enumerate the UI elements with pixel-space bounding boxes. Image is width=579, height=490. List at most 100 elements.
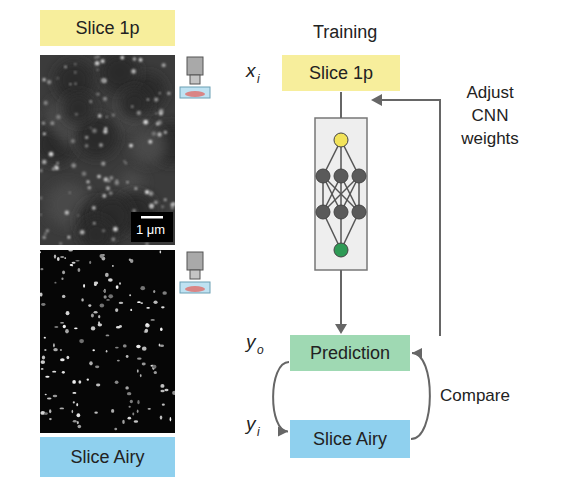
image-spot [57, 257, 60, 261]
image-spot [41, 303, 45, 306]
image-spot [72, 392, 76, 394]
image-spot [112, 113, 115, 116]
image-spot [43, 236, 46, 239]
image-spot [97, 69, 99, 71]
network-unit [334, 133, 348, 147]
image-spot [40, 214, 42, 216]
image-spot [93, 222, 95, 224]
image-spot [85, 144, 88, 147]
image-spot [123, 344, 127, 347]
image-spot [145, 243, 148, 245]
image-spot [137, 301, 141, 303]
image-spot [77, 425, 81, 429]
image-spot [154, 200, 158, 204]
image-spot [136, 345, 140, 349]
image-spot [117, 360, 120, 362]
image-spot [96, 383, 100, 386]
image-spot [132, 413, 134, 416]
image-spot [122, 420, 125, 424]
image-spots [40, 55, 175, 245]
image-spot [76, 413, 80, 417]
flow-arrow [340, 270, 342, 326]
image-spot [155, 113, 157, 115]
image-spot [159, 92, 161, 94]
image-spot [102, 194, 106, 198]
image-spot [154, 371, 157, 374]
image-spot [162, 63, 166, 67]
image-spot [98, 114, 102, 118]
image-spot [53, 343, 55, 347]
image-spot [160, 344, 164, 347]
image-spot [137, 111, 141, 115]
image-spot [145, 324, 150, 328]
box-text: Slice Airy [313, 429, 387, 450]
image-spot [148, 408, 151, 410]
edge-label: Compare [438, 386, 512, 406]
image-spot [60, 256, 64, 258]
image-spot [164, 389, 168, 391]
image-spot [40, 197, 42, 200]
image-spot [106, 186, 110, 190]
image-spot [44, 337, 46, 339]
image-spot [74, 63, 76, 65]
image-spot [115, 381, 119, 384]
image-spot [160, 416, 163, 420]
image-spot [91, 314, 94, 318]
image-spot [68, 236, 71, 239]
image-spot [170, 417, 172, 421]
image-spot [53, 395, 58, 397]
image-blob [119, 170, 144, 195]
image-spot [78, 380, 81, 383]
image-spot [91, 326, 95, 330]
image-spot [111, 409, 114, 413]
image-spot [46, 229, 49, 232]
scale-bar-patch [131, 212, 173, 242]
image-spot [44, 349, 46, 351]
image-spot [74, 71, 76, 73]
image-spot [100, 304, 105, 308]
image-spot [40, 292, 43, 296]
image-spot [88, 186, 92, 190]
image-spot [81, 298, 84, 301]
image-spot [127, 392, 131, 395]
image-spot [137, 410, 139, 413]
image-spot [97, 93, 100, 96]
image-spot [167, 92, 170, 95]
image-spot [78, 268, 81, 272]
image-spot [116, 326, 121, 328]
image-spot [103, 97, 107, 101]
image-spot [80, 230, 85, 235]
image-spot [126, 181, 128, 183]
image-spot [111, 237, 115, 241]
image-spot [71, 163, 76, 168]
image-spot [105, 273, 109, 277]
image-spot [94, 412, 98, 414]
image-spot [145, 329, 148, 333]
image-spot [108, 294, 113, 298]
network-unit [334, 243, 348, 257]
image-airy [40, 250, 175, 433]
arrow-head [335, 324, 347, 334]
image-spot [148, 140, 152, 144]
image-spot [101, 59, 105, 63]
image-spot [72, 262, 76, 264]
image-spot [65, 211, 69, 215]
image-spot [50, 121, 54, 125]
image-spot [62, 295, 65, 298]
image-spot [89, 361, 92, 365]
image-spot [162, 291, 166, 295]
image-spot [109, 176, 113, 180]
image-spot [106, 116, 108, 118]
image-spot [64, 66, 66, 68]
box-text: Prediction [310, 343, 390, 364]
image-spot [41, 360, 46, 364]
image-spot [161, 306, 165, 308]
image-spot [89, 100, 92, 103]
image-spot [47, 80, 51, 84]
image-spot [114, 428, 117, 430]
image-spot [95, 61, 100, 66]
image-spot [106, 299, 110, 301]
image-spot [52, 371, 56, 373]
image-spot [95, 365, 99, 368]
image-spot [124, 160, 126, 162]
